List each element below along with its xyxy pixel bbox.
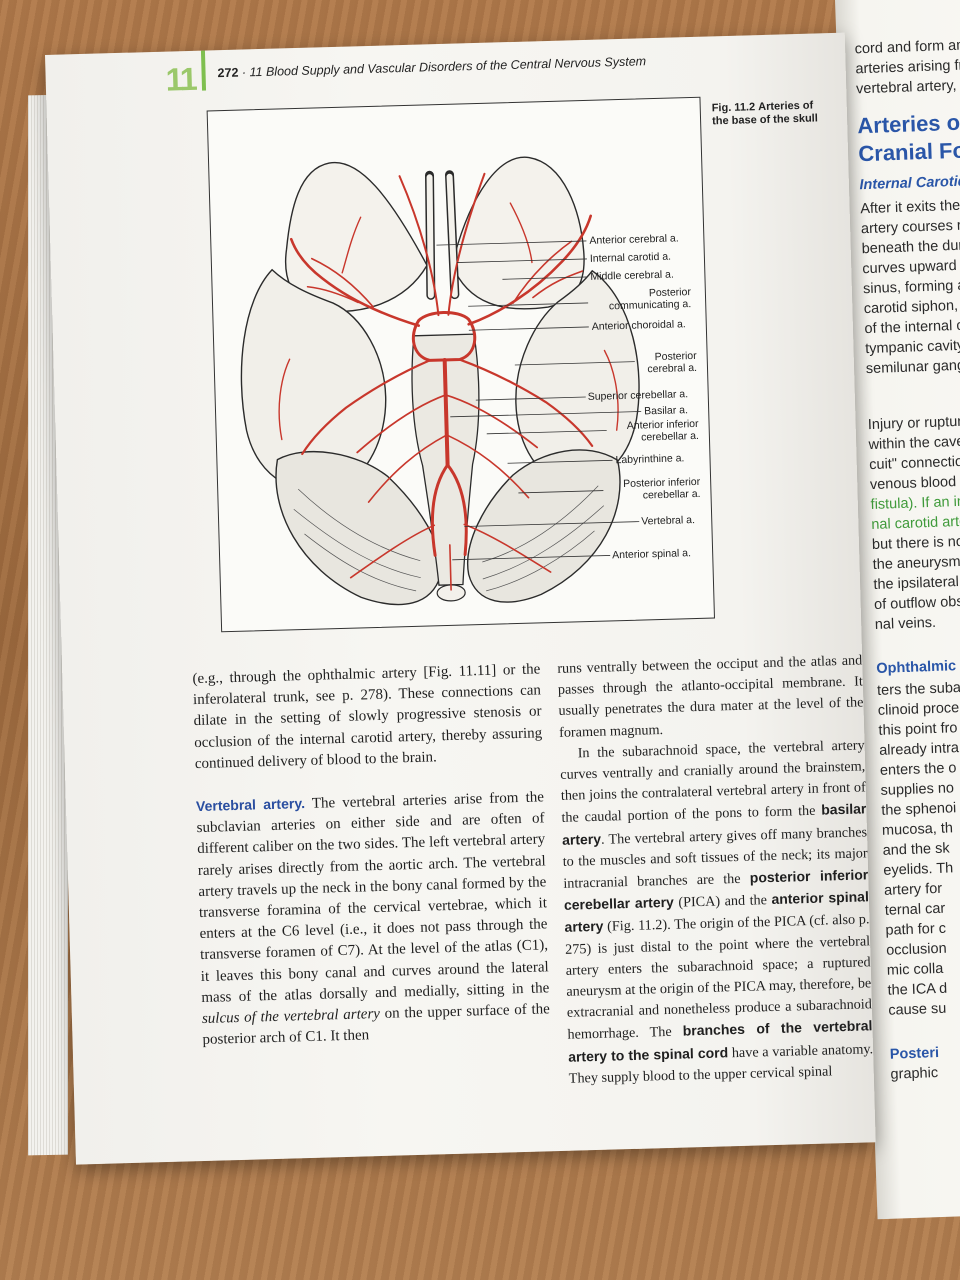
label-vertebral: Vertebral a. xyxy=(641,514,696,528)
label-labyrinthine: Labyrinthine a. xyxy=(615,452,685,467)
left-paragraph-2: Vertebral artery. The vertebral arteries… xyxy=(195,789,551,1049)
facing-page-line: already intra xyxy=(878,740,960,759)
anterior-spinal-artery xyxy=(449,544,452,591)
label-anterior-inferior-cerebellar: Anterior inferior cerebellar a. xyxy=(626,417,700,444)
right-paragraph-1: runs ventrally between the occiput and t… xyxy=(557,652,864,741)
label-middle-cerebral: Middle cerebral a. xyxy=(590,268,675,283)
facing-page-line: the sphenoi xyxy=(881,800,957,819)
left-paragraph-1: (e.g., through the ophthalmic artery [Fi… xyxy=(192,661,543,772)
book-page: 11 272 · 11 Blood Supply and Vascular Di… xyxy=(45,32,876,1165)
label-basilar: Basilar a. xyxy=(644,404,689,418)
left-cerebellum xyxy=(275,450,442,606)
figure-caption: Fig. 11.2 Arteries of the base of the sk… xyxy=(712,99,833,128)
facing-page-line: ternal car xyxy=(884,900,946,919)
facing-page-line: path for c xyxy=(885,920,947,939)
basilar-artery xyxy=(442,357,450,467)
facing-page-line: Cranial Fossae xyxy=(857,135,960,167)
facing-page-line: vertebral artery, and wi xyxy=(855,76,960,98)
facing-page-line: the ICA d xyxy=(887,980,948,999)
facing-page-line: artery for xyxy=(883,880,943,899)
arterial-network xyxy=(278,172,619,591)
facing-page-line: and the sk xyxy=(882,840,950,859)
body-column-left: (e.g., through the ophthalmic artery [Fi… xyxy=(192,659,551,1051)
facing-page-line: Internal Carotid Art xyxy=(859,173,960,194)
chapter-number: 11 xyxy=(165,60,197,98)
figure-frame: Anterior cerebral a. Internal carotid a.… xyxy=(206,96,715,633)
anterior-inferior-cerebellar-artery xyxy=(367,434,530,503)
label-internal-carotid: Internal carotid a. xyxy=(589,250,672,265)
figure-number: Fig. 11.2 xyxy=(711,101,756,115)
brain-base-illustration xyxy=(240,156,642,606)
vertebral-arteries xyxy=(430,463,468,557)
facing-page-line: nal veins. xyxy=(874,614,937,633)
facing-page-line: occlusion xyxy=(885,940,947,959)
facing-page-line: graphic xyxy=(890,1065,939,1083)
middle-cerebral-artery-right xyxy=(467,214,593,326)
vertebral-artery-heading: Vertebral artery. xyxy=(195,795,306,815)
running-header: 272 · 11 Blood Supply and Vascular Disor… xyxy=(217,54,647,81)
right-paragraph-2: In the subarachnoid space, the vertebral… xyxy=(560,737,874,1087)
label-anterior-spinal: Anterior spinal a. xyxy=(612,547,692,562)
facing-page-line: cause su xyxy=(888,1000,947,1019)
facing-page-line: Ophthalmic a xyxy=(876,657,960,677)
facing-page-line: of outflow obs xyxy=(873,593,960,613)
right-frontal-lobe xyxy=(451,156,585,310)
posterior-inferior-cerebellar-artery xyxy=(349,523,552,579)
facing-page-line: semilunar ganglio xyxy=(865,357,960,378)
body-column-right: runs ventrally between the occiput and t… xyxy=(557,650,874,1089)
anterior-cerebral-artery xyxy=(398,172,486,317)
label-posterior-inferior-cerebellar: Posterior inferior cerebellar a. xyxy=(623,475,701,502)
circle-of-willis xyxy=(411,310,477,362)
label-anterior-cerebral: Anterior cerebral a. xyxy=(589,232,679,247)
posterior-cerebral-artery xyxy=(301,358,594,456)
label-posterior-cerebral: Posterior cerebral a. xyxy=(647,349,698,376)
facing-page-line: Posteri xyxy=(889,1045,940,1063)
facing-page-line: enters the o xyxy=(879,760,957,779)
right-cerebellum xyxy=(467,449,621,603)
label-posterior-communicating: Posterior communicating a. xyxy=(608,286,692,313)
facing-page-line: this point fro xyxy=(878,720,958,739)
facing-page-line: mucosa, th xyxy=(881,820,954,839)
facing-page-line: Arteries of the A xyxy=(856,107,960,139)
middle-cerebral-artery-left xyxy=(289,237,421,327)
facing-page-line: eyelids. Th xyxy=(883,860,954,879)
chapter-title: 11 Blood Supply and Vascular Disorders o… xyxy=(249,54,647,80)
facing-page-line: mic colla xyxy=(886,960,944,979)
chapter-bar xyxy=(200,50,207,91)
facing-page-line: supplies no xyxy=(880,780,955,799)
page-number: 272 xyxy=(217,65,239,81)
left-frontal-lobe xyxy=(284,161,428,313)
label-leader-lines xyxy=(436,240,642,561)
